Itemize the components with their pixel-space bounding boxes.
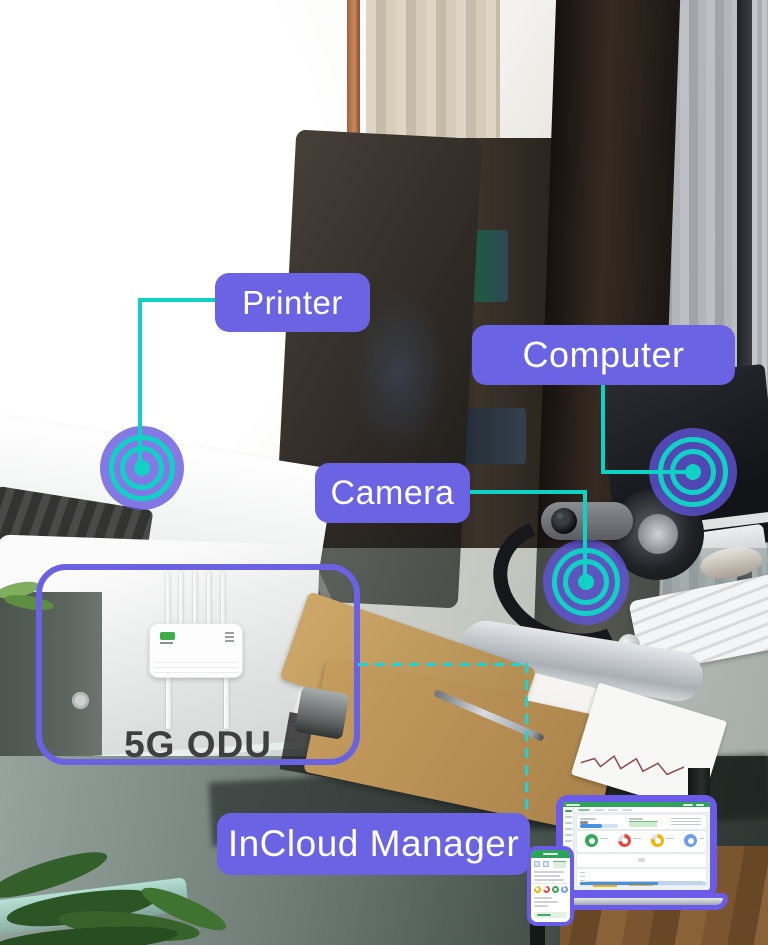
phone-donut-red: [543, 886, 550, 893]
printer-connector-line: [138, 298, 142, 470]
odu-device: [149, 623, 243, 678]
progress-bar: [580, 882, 706, 885]
odu-antenna: [207, 572, 211, 625]
donut-chart-green: [585, 834, 598, 847]
dashed-connector-line: [525, 663, 528, 814]
phone-tile: [534, 861, 540, 867]
odu-antenna: [221, 572, 225, 625]
phone-mini-chart: [553, 861, 566, 868]
dashboard-screen: [563, 802, 710, 890]
phone-tile: [543, 861, 549, 867]
odu-indicator: [225, 640, 234, 642]
webcam-device: [541, 502, 633, 540]
chart-paper: [570, 682, 728, 814]
empty-state-card: [577, 854, 706, 867]
ripple-center-dot: [685, 464, 701, 480]
odu-antenna: [166, 677, 171, 729]
printer-button: [72, 692, 89, 709]
callout-printer: Printer: [215, 273, 370, 332]
odu-seam: [154, 662, 238, 663]
camera-connector-line: [583, 490, 587, 584]
odu-logo-text: [160, 642, 173, 644]
donut-chart-red: [618, 834, 631, 847]
phone-donut-yellow: [534, 886, 541, 893]
odu-antenna: [166, 572, 170, 625]
mini-area-chart: [629, 821, 657, 827]
odu-seam: [154, 667, 238, 668]
ripple-outer-ring: [109, 435, 175, 501]
dashboard-header-bar: [563, 802, 710, 807]
camera-connector-line: [466, 490, 587, 494]
webcam-lens: [551, 508, 577, 534]
odu-logo: [160, 632, 175, 640]
ripple-center-dot: [134, 460, 150, 476]
printer-connector-line: [138, 298, 218, 302]
stats-card: [577, 815, 706, 829]
computer-connector-line: [601, 470, 693, 474]
headphones-earcup-center: [638, 514, 678, 554]
dashboard-content: [574, 813, 710, 890]
odu-caption: 5G ODU: [124, 724, 272, 765]
callout-camera: Camera: [315, 463, 470, 523]
laptop-mockup: [556, 795, 717, 897]
donut-chart-blue: [684, 834, 697, 847]
odu-indicator: [225, 636, 234, 638]
phone-donut-green: [552, 886, 559, 893]
donut-charts-card: [577, 831, 706, 852]
ripple-inner-ring: [120, 446, 164, 490]
odu-seam: [154, 672, 238, 673]
phone-donut-blue: [561, 886, 568, 893]
odu-antenna: [179, 572, 183, 625]
phone-header-bar: [531, 850, 570, 858]
dashboard-toolbar: [574, 807, 710, 813]
odu-indicator: [225, 632, 234, 634]
phone-mockup: [527, 846, 574, 926]
callout-computer: Computer: [472, 325, 735, 385]
odu-antenna: [193, 572, 197, 625]
callout-incloud-manager: InCloud Manager: [217, 813, 530, 875]
phone-action-row: [534, 912, 567, 918]
computer-connector-line: [601, 380, 605, 474]
phone-dashboard-screen: [531, 850, 570, 922]
window-frame: [347, 0, 360, 140]
odu-antenna: [224, 677, 229, 729]
donut-chart-yellow: [651, 834, 664, 847]
odu-outline-box: [36, 564, 360, 765]
dashed-connector-line: [358, 663, 528, 666]
printer-signal-ripple-icon: [100, 426, 184, 510]
